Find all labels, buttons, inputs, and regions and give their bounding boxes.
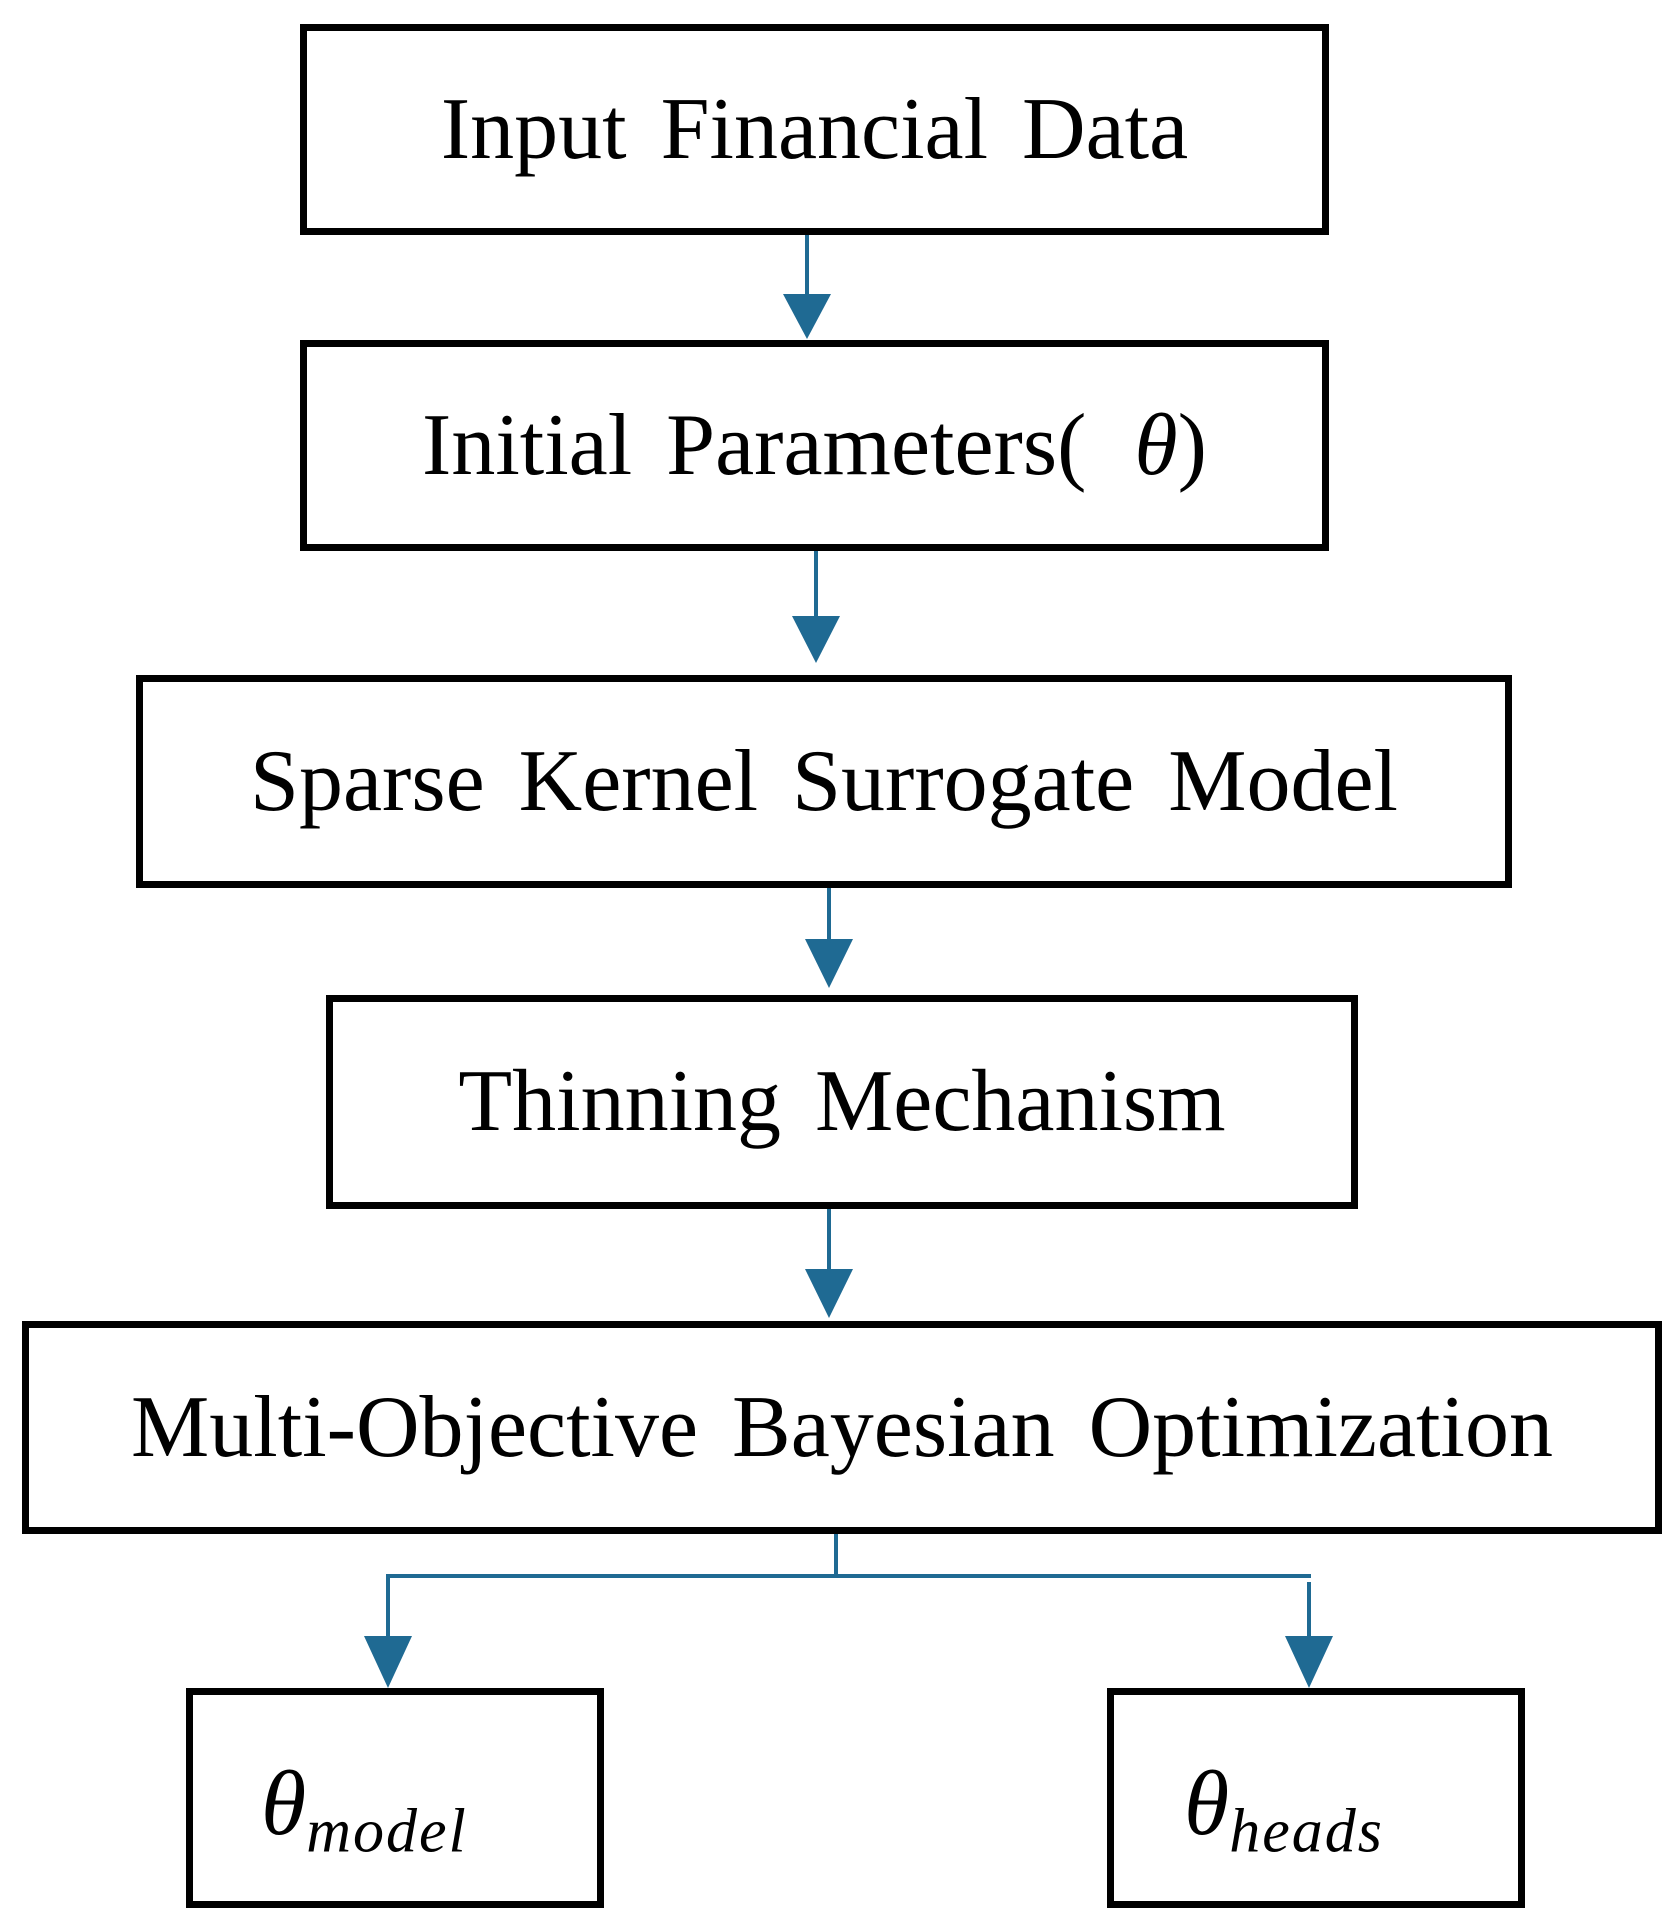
node-sparse-kernel-surrogate-model: Sparse Kernel Surrogate Model	[136, 675, 1512, 888]
node-label: Input Financial Data	[440, 80, 1189, 178]
theta-heads-symbol: θheads	[1184, 1757, 1384, 1862]
arrowhead-input-to-params	[783, 294, 831, 339]
node-theta-heads: θheads	[1107, 1688, 1525, 1908]
node-label: Sparse Kernel Surrogate Model	[250, 732, 1398, 830]
node-theta-model: θmodel	[186, 1688, 604, 1908]
arrowhead-to-theta-heads	[1285, 1636, 1333, 1688]
node-multi-objective-bayesian-optimization: Multi-Objective Bayesian Optimization	[22, 1321, 1662, 1534]
node-label-suffix: )	[1177, 396, 1207, 494]
node-label: Multi-Objective Bayesian Optimization	[131, 1378, 1553, 1476]
node-label: Initial Parameters(θ)	[422, 401, 1207, 490]
arrowhead-params-to-surrogate	[792, 616, 840, 663]
node-label-prefix: Initial Parameters(	[422, 396, 1087, 494]
node-initial-parameters: Initial Parameters( θ)	[300, 340, 1329, 551]
theta-subscript: heads	[1229, 1797, 1384, 1866]
theta-model-symbol: θmodel	[261, 1757, 468, 1862]
arrowhead-surrogate-to-thinning	[805, 939, 853, 988]
theta-subscript: model	[306, 1797, 468, 1866]
node-label: Thinning Mechanism	[458, 1053, 1226, 1150]
node-thinning-mechanism: Thinning Mechanism	[326, 995, 1358, 1209]
arrowhead-thinning-to-mobo	[805, 1269, 853, 1318]
arrowhead-to-theta-model	[364, 1636, 412, 1688]
theta-symbol: θ	[1184, 1752, 1230, 1854]
theta-symbol: θ	[261, 1752, 307, 1854]
node-input-financial-data: Input Financial Data	[300, 24, 1329, 235]
theta-symbol: θ	[1134, 396, 1178, 494]
